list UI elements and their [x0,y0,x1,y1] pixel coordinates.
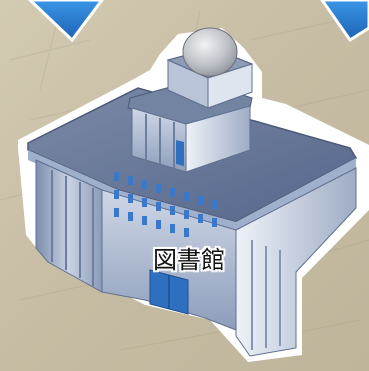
library-building-icon[interactable] [18,27,369,362]
pavilion-columns [145,114,175,168]
arrow-right-icon[interactable] [320,0,369,43]
front-windows [114,172,217,237]
pavilion-door [176,140,184,166]
dome [182,27,238,77]
arrow-left-icon[interactable] [27,0,104,43]
building-name-label: 図書館 [153,246,225,274]
pavilion-wall-right [185,105,251,173]
right-wing-columns [251,240,281,350]
left-wing-columns [51,170,94,286]
